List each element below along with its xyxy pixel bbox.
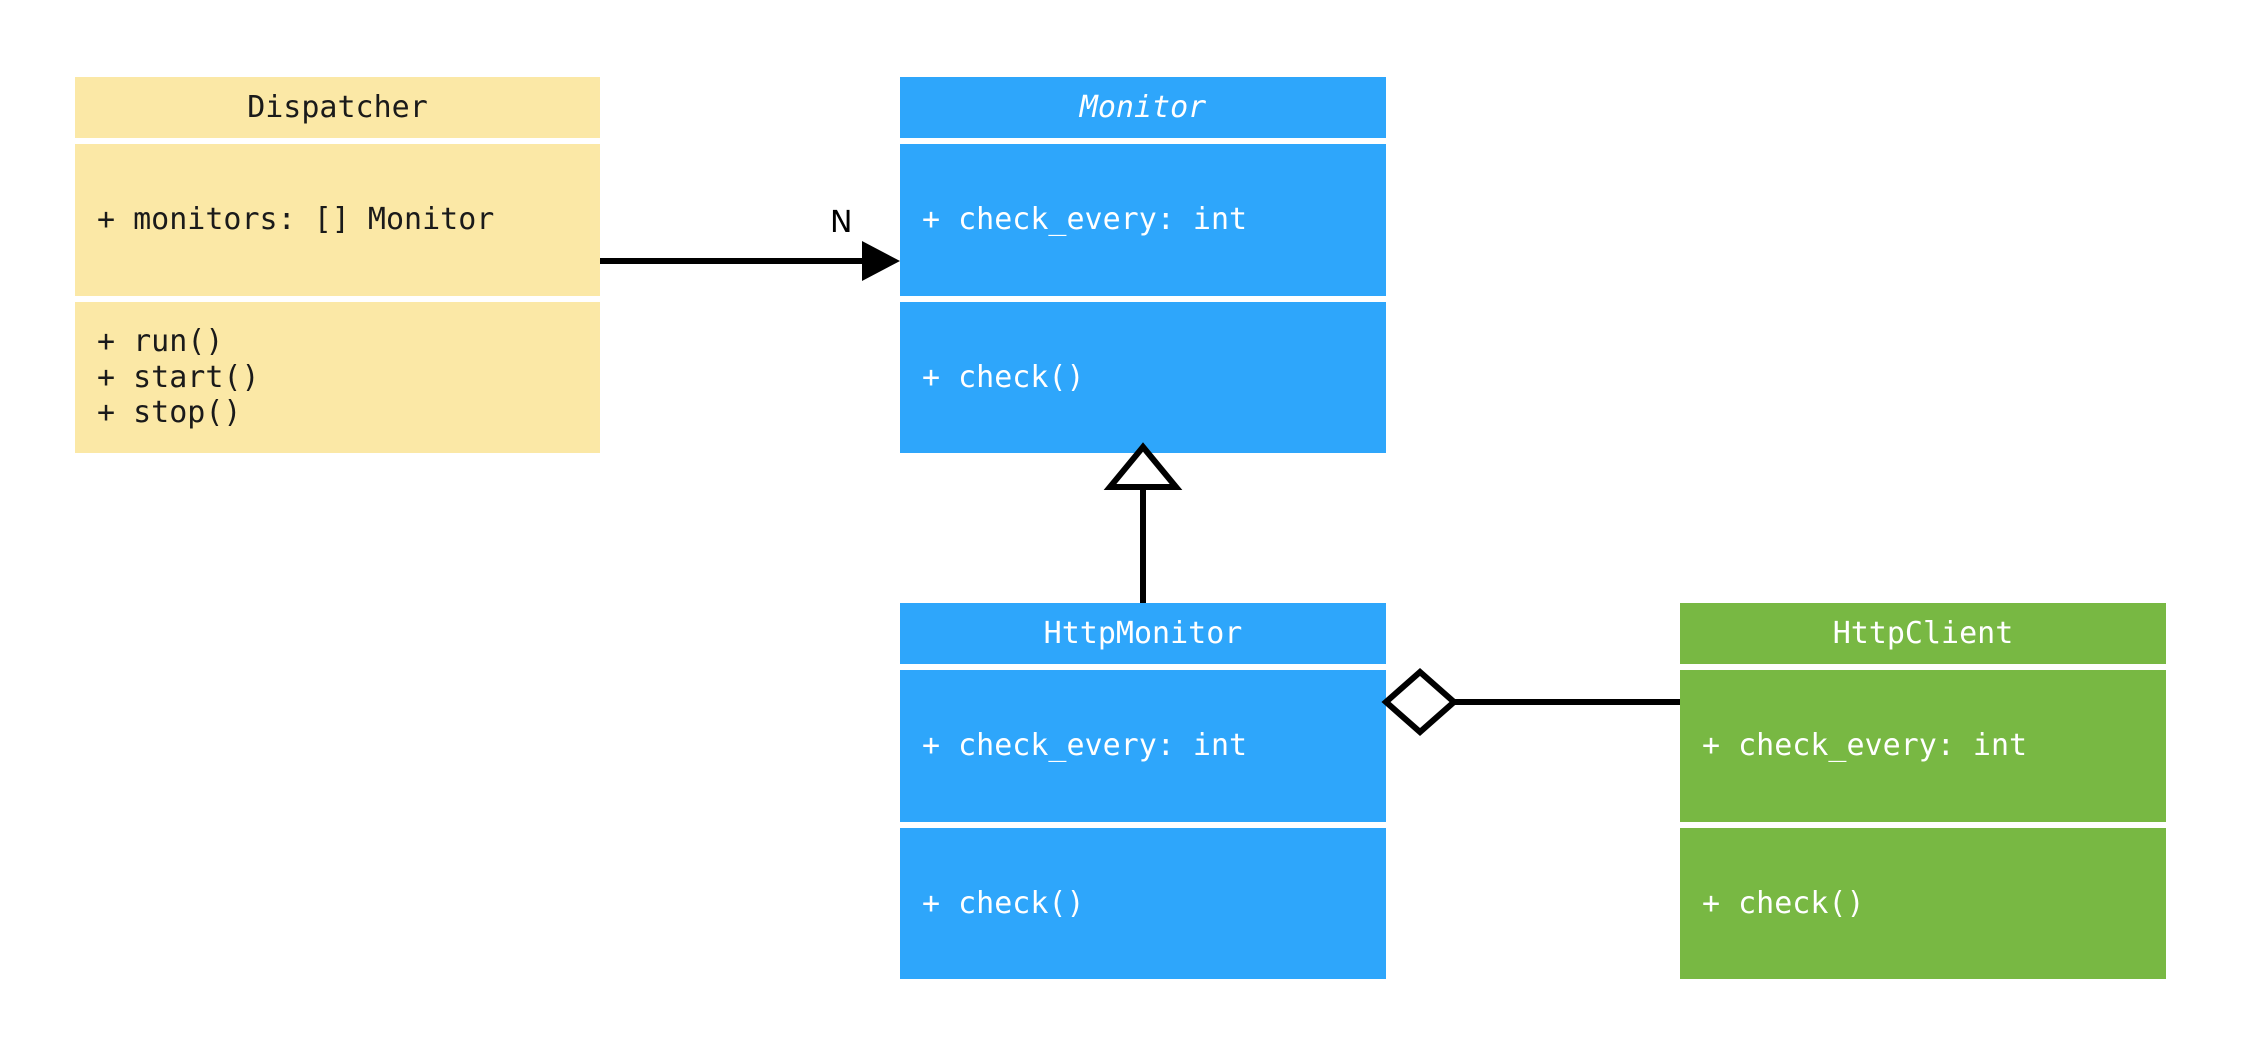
class-attributes-dispatcher: + monitors: [] Monitor: [75, 144, 600, 296]
hollow-triangle-icon: [1103, 442, 1183, 490]
edge-httpmonitor-inherits-monitor: [1103, 442, 1183, 603]
class-attributes-http-client: + check_every: int: [1680, 670, 2166, 822]
hollow-diamond-icon: [1381, 667, 1459, 737]
class-box-http-monitor[interactable]: HttpMonitor + check_every: int + check(): [900, 603, 1386, 979]
method-line: + check(): [922, 359, 1085, 395]
class-methods-monitor: + check(): [900, 302, 1386, 453]
edge-dispatcher-to-monitor: [600, 241, 900, 281]
class-box-dispatcher[interactable]: Dispatcher + monitors: [] Monitor + run(…: [75, 77, 600, 453]
attribute-line: + check_every: int: [922, 728, 1248, 764]
edge-label-multiplicity-n: N: [830, 205, 853, 240]
class-name-monitor: Monitor: [900, 77, 1386, 138]
class-methods-dispatcher: + run() + start() + stop(): [75, 302, 600, 453]
method-line: + start(): [97, 359, 260, 395]
class-name-dispatcher: Dispatcher: [75, 77, 600, 138]
method-line: + check(): [1702, 885, 1865, 921]
method-line: + stop(): [97, 395, 242, 431]
class-methods-http-monitor: + check(): [900, 828, 1386, 979]
filled-arrowhead-icon: [862, 241, 900, 281]
method-line: + run(): [97, 324, 224, 360]
class-name-http-monitor: HttpMonitor: [900, 603, 1386, 664]
attribute-line: + check_every: int: [1702, 728, 2028, 764]
class-name-http-client: HttpClient: [1680, 603, 2166, 664]
attribute-line: + check_every: int: [922, 202, 1248, 238]
class-box-monitor[interactable]: Monitor + check_every: int + check(): [900, 77, 1386, 453]
class-box-http-client[interactable]: HttpClient + check_every: int + check(): [1680, 603, 2166, 979]
class-attributes-http-monitor: + check_every: int: [900, 670, 1386, 822]
method-line: + check(): [922, 885, 1085, 921]
class-methods-http-client: + check(): [1680, 828, 2166, 979]
attribute-line: + monitors: [] Monitor: [97, 202, 495, 238]
edge-httpmonitor-aggregates-httpclient: [1381, 667, 1680, 737]
class-attributes-monitor: + check_every: int: [900, 144, 1386, 296]
